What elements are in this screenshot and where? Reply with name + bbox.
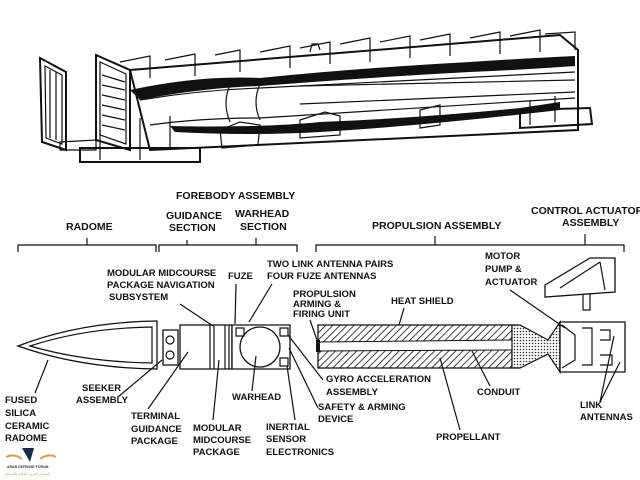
radome-shape xyxy=(16,320,158,370)
watermark-text-ar: المنتدى العربي للدفاع والتسليح xyxy=(5,472,50,476)
header-control-actuator-line1: CONTROL ACTUATOR xyxy=(531,205,640,217)
header-propulsion-assembly: PROPULSION ASSEMBLY xyxy=(372,220,501,232)
guidance-package-shape xyxy=(179,324,233,370)
header-radome: RADOME xyxy=(66,221,113,233)
label-link-antennas: LINK ANTENNAS xyxy=(580,400,633,423)
watermark-logo: ARAB DEFENSE FORUM المنتدى العربي للدفاع… xyxy=(5,448,57,476)
label-inertial-sensor: INERTIAL SENSOR ELECTRONICS xyxy=(266,422,334,458)
label-propulsion-arming: PROPULSION ARMING & FIRING UNIT xyxy=(293,289,358,320)
label-fused-silica-radome: FUSED SILICA CERAMIC RADOME xyxy=(5,395,52,444)
label-heat-shield: HEAT SHIELD xyxy=(391,296,454,307)
header-forebody-assembly: FOREBODY ASSEMBLY xyxy=(176,190,295,202)
wings-icon xyxy=(5,454,57,460)
warhead-shape xyxy=(239,326,281,368)
bracket-radome xyxy=(17,238,157,252)
label-warhead: WARHEAD xyxy=(232,392,281,403)
header-warhead-line2: SECTION xyxy=(240,221,287,233)
watermark-text-en: ARAB DEFENSE FORUM xyxy=(7,465,49,469)
header-warhead-line1: WARHEAD xyxy=(235,208,290,220)
label-conduit: CONDUIT xyxy=(477,387,520,398)
label-gyro-acceleration: GYRO ACCELERATION ASSEMBLY xyxy=(326,374,434,398)
label-antenna-pairs: TWO LINK ANTENNA PAIRS FOUR FUZE ANTENNA… xyxy=(267,259,396,282)
label-modular-midcourse-package: MODULAR MIDCOURSE PACKAGE xyxy=(193,423,254,458)
control-fin-shape xyxy=(544,257,616,298)
bracket-propulsion-control xyxy=(315,234,625,252)
bracket-forebody xyxy=(158,238,298,252)
conduit-bore xyxy=(317,339,513,352)
missile-cross-section xyxy=(16,257,626,374)
label-propellant: PROPELLANT xyxy=(436,432,501,443)
callout-labels: MODULAR MIDCOURSE PACKAGE NAVIGATION SUB… xyxy=(5,251,633,458)
label-motor-pump-actuator: MOTOR PUMP & ACTUATOR xyxy=(485,251,538,288)
label-terminal-guidance: TERMINAL GUIDANCE PACKAGE xyxy=(131,411,184,447)
section-headers: FOREBODY ASSEMBLY RADOME GUIDANCE SECTIO… xyxy=(66,190,640,234)
shield-icon xyxy=(22,448,34,462)
label-modular-midcourse-nav: MODULAR MIDCOURSE PACKAGE NAVIGATION SUB… xyxy=(107,268,219,303)
header-control-actuator-line2: ASSEMBLY xyxy=(562,217,619,229)
section-brackets xyxy=(17,234,625,252)
label-fuze: FUZE xyxy=(228,271,253,282)
nozzle-shape xyxy=(511,320,561,374)
label-seeker-assembly: SEEKER ASSEMBLY xyxy=(76,383,129,406)
header-guidance-line2: SECTION xyxy=(169,222,216,234)
label-safety-arming: SAFETY & ARMING DEVICE xyxy=(318,402,408,425)
seeker-shape xyxy=(162,329,179,366)
leader-lines xyxy=(34,283,621,431)
launcher-canister-illustration xyxy=(38,29,594,163)
header-guidance-line1: GUIDANCE xyxy=(166,210,222,222)
